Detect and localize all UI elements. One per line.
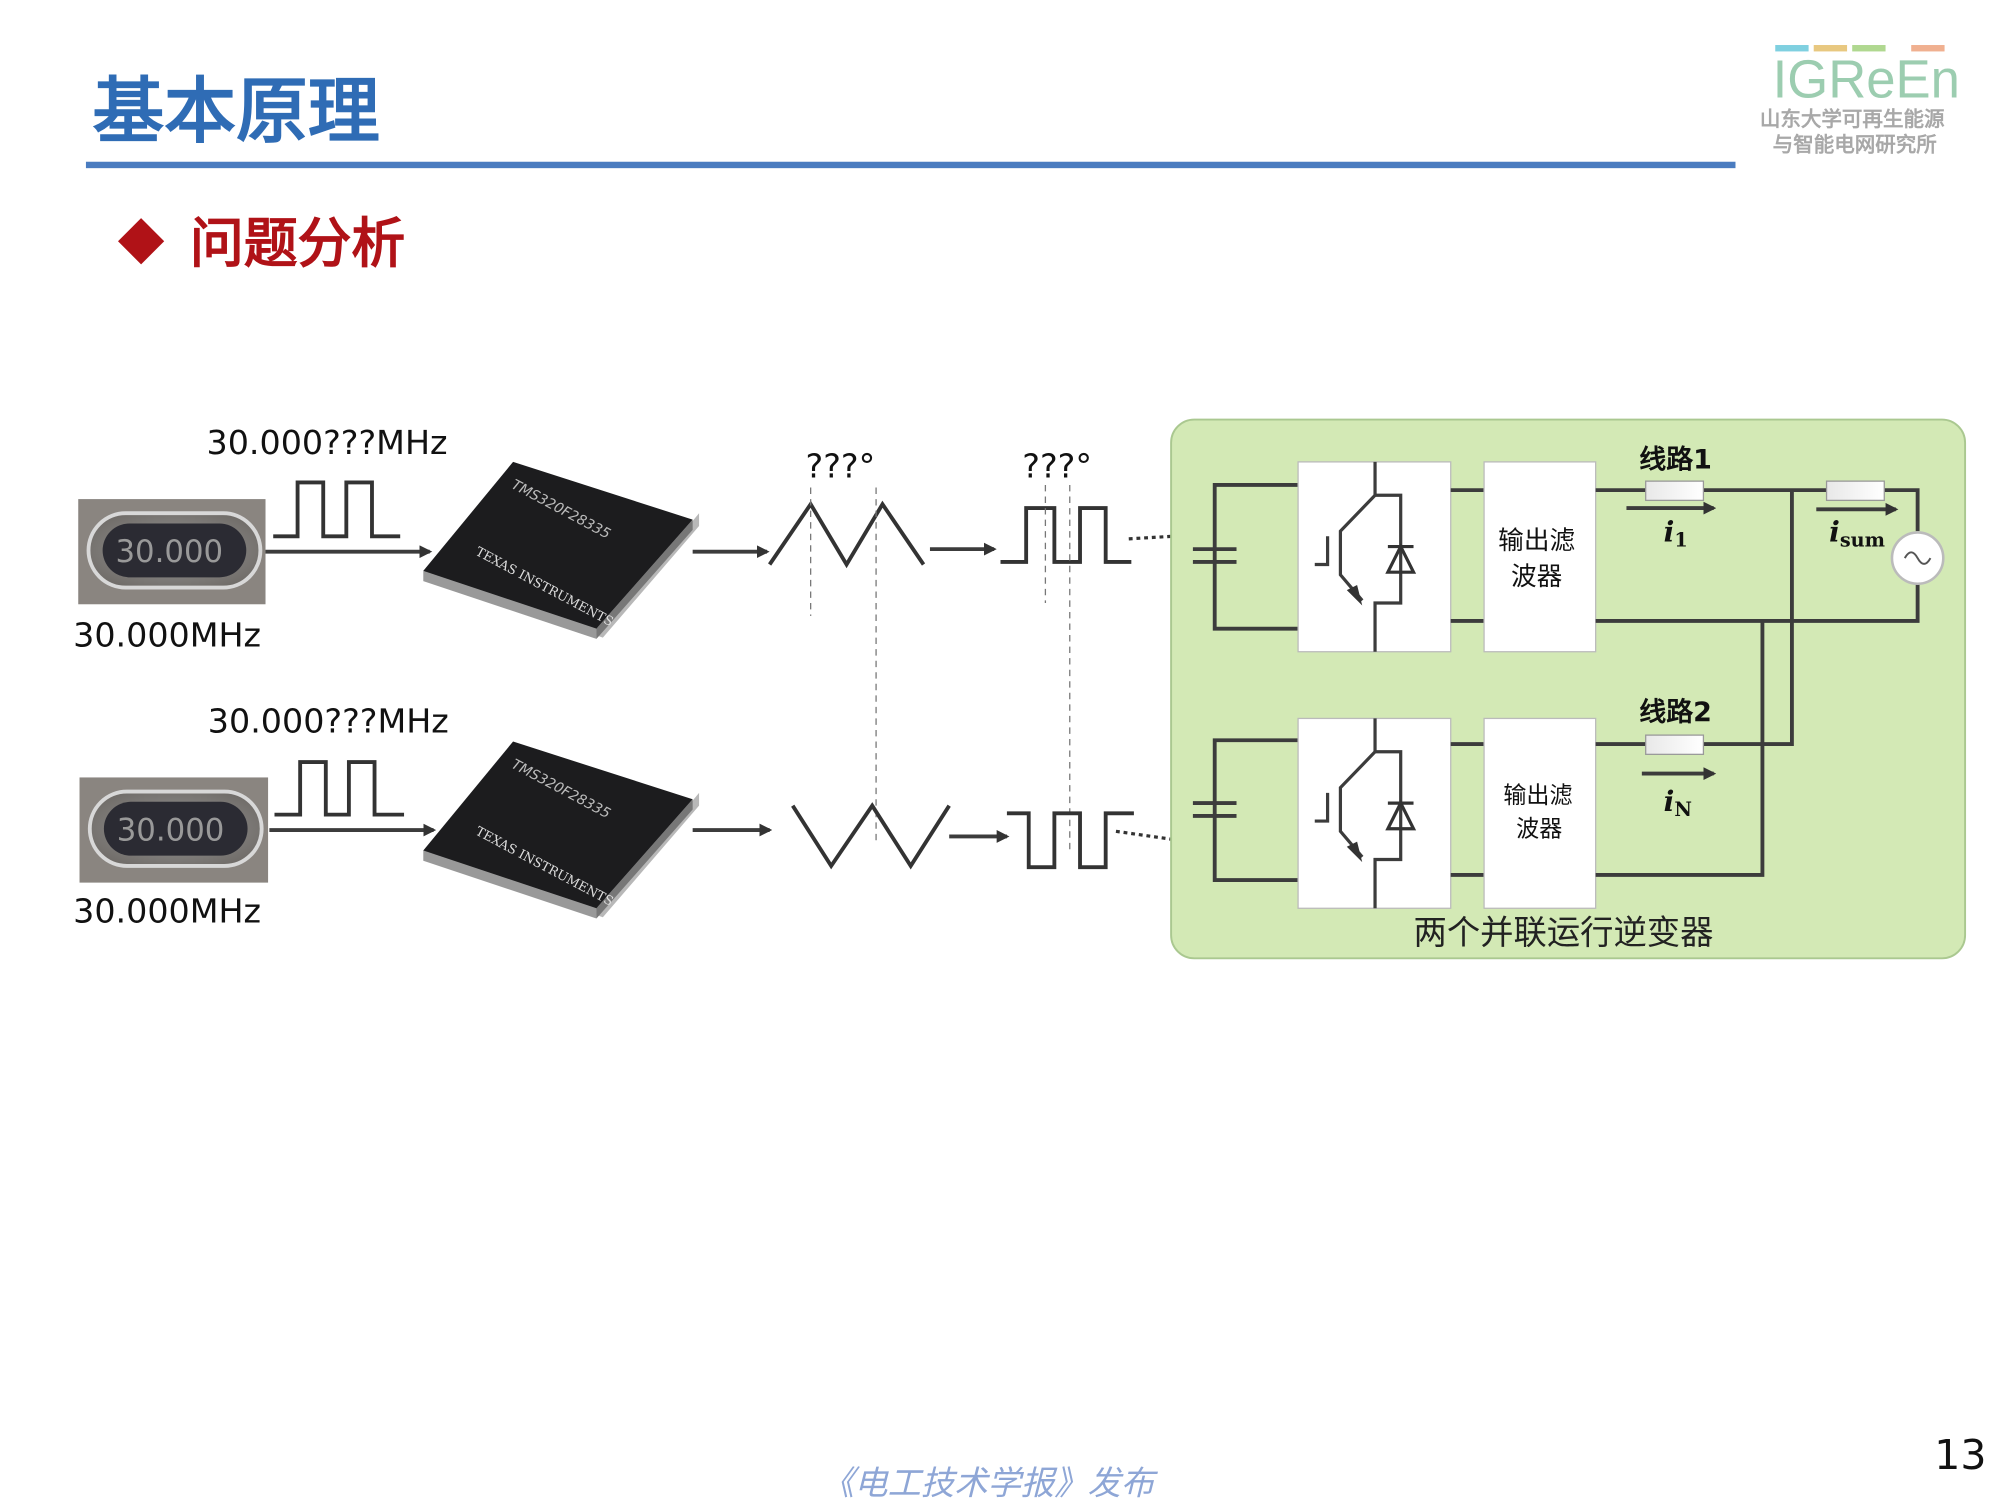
current-i1-label: i1 [1664, 515, 1688, 551]
publisher-watermark: 《电工技术学报》发布 [821, 1463, 1159, 1501]
carrier-phase-label: ???° [806, 446, 876, 485]
svg-text:波器: 波器 [1511, 562, 1562, 592]
parallel-inverters: 输出滤 波器 线路1 i1 isum 输出滤 波器 线路2 iN [1170, 418, 1967, 960]
clock-label: 30.000???MHz [207, 423, 448, 462]
section-heading: 问题分析 [190, 212, 405, 275]
svg-text:线路2: 线路2 [1639, 696, 1712, 728]
svg-text:线路1: 线路1 [1639, 443, 1712, 475]
inverters-caption: 两个并联运行逆变器 [1414, 913, 1714, 952]
svg-text:输出滤: 输出滤 [1503, 783, 1572, 809]
svg-text:山东大学可再生能源: 山东大学可再生能源 [1760, 107, 1945, 131]
pwm-signal [1000, 506, 1132, 564]
crystal-oscillator: 30.000 [79, 777, 269, 883]
dsp-chip: TMS320F28335 TEXAS INSTRUMENTS [423, 741, 700, 919]
clock-pulse [274, 760, 405, 817]
line-impedance [1645, 734, 1705, 755]
triangle-carrier [768, 500, 926, 569]
svg-text:IGReEn: IGReEn [1773, 50, 1960, 110]
clock-label: 30.000???MHz [208, 702, 449, 741]
bottom-chain: 30.000 30.000MHz 30.000???MHz TMS320F283… [73, 702, 1317, 930]
diode-icon [1385, 542, 1417, 574]
title-underline [85, 161, 1736, 169]
pwm-phase-label: ???° [1022, 446, 1092, 485]
clock-pulse [273, 480, 401, 539]
svg-text:输出滤: 输出滤 [1498, 526, 1575, 556]
crystal-label: 30.000MHz [73, 616, 261, 655]
gate-signal-arrow [1115, 829, 1317, 865]
output-filter [1483, 461, 1597, 653]
svg-text:30.000: 30.000 [115, 534, 223, 570]
output-filter [1483, 717, 1597, 909]
crystal-oscillator: 30.000 [78, 499, 266, 605]
top-chain: 30.000 30.000MHz 30.000???MHz TMS320F283… [73, 423, 1306, 655]
svg-text:30.000: 30.000 [117, 812, 225, 848]
line-impedance [1645, 480, 1705, 502]
pwm-signal [1006, 811, 1134, 870]
page-title: 基本原理 [92, 69, 379, 153]
crystal-label: 30.000MHz [73, 891, 261, 930]
bullet-diamond-icon [118, 218, 165, 265]
current-iN-label: iN [1664, 785, 1692, 821]
current-isum-label: isum [1829, 515, 1885, 551]
load-impedance [1825, 480, 1885, 502]
page-number: 13 [1934, 1431, 1986, 1479]
diode-icon [1385, 799, 1417, 831]
logo: IGReEn 山东大学可再生能源 与智能电网研究所 [1760, 45, 1960, 156]
svg-text:波器: 波器 [1516, 816, 1562, 842]
dsp-chip: TMS320F28335 TEXAS INSTRUMENTS [423, 461, 700, 639]
triangle-carrier [791, 802, 951, 870]
svg-text:与智能电网研究所: 与智能电网研究所 [1773, 132, 1938, 156]
